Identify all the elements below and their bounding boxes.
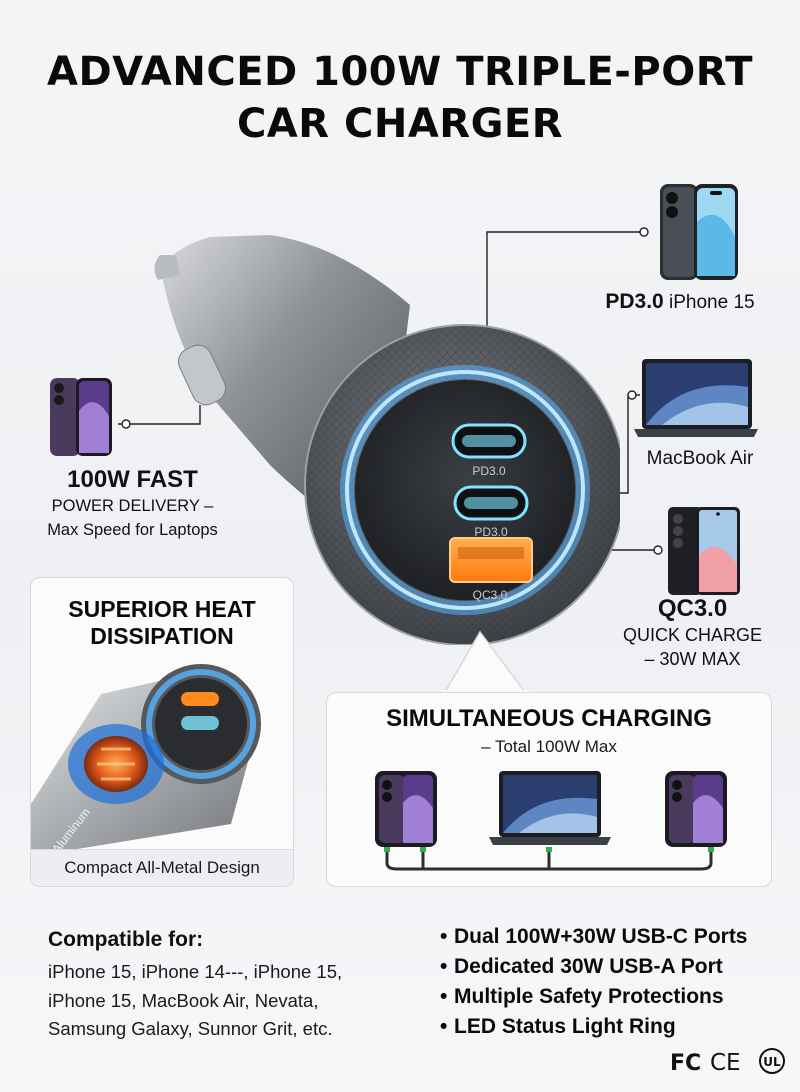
leader-dot-left-iphone [121, 419, 131, 429]
callout-macbook: MacBook Air [646, 448, 754, 469]
feature-text: Multiple Safety Protections [454, 985, 724, 1008]
feature-item: •Dual 100W+30W USB-C Ports [440, 925, 748, 948]
callout-qc: QC3.0 QUICK CHARGE – 30W MAX [600, 595, 785, 671]
compatibility-section: Compatible for: iPhone 15, iPhone 14---,… [48, 926, 408, 1044]
feature-text: LED Status Light Ring [454, 1015, 676, 1038]
sim-cables [385, 851, 713, 871]
port-2-label: PD3.0 [474, 525, 508, 539]
heat-cutaway-illustration: Aluminum [31, 664, 261, 850]
macbook-air-image [634, 359, 758, 437]
sim-devices-illustration [375, 771, 727, 871]
heat-panel-caption: Compact All-Metal Design [31, 849, 293, 886]
heat-panel-title: SUPERIOR HEAT DISSIPATION [31, 596, 293, 650]
callout-pd-text: iPhone 15 [669, 292, 755, 313]
feature-item: •Multiple Safety Protections [440, 985, 724, 1008]
sim-panel-title: SIMULTANEOUS CHARGING [386, 705, 712, 732]
feature-item: •Dedicated 30W USB-A Port [440, 955, 723, 978]
callout-qc-line2: – 30W MAX [644, 649, 741, 669]
sim-phone-left [375, 771, 437, 847]
page-title: ADVANCED 100W TRIPLE-PORT CAR CHARGER [0, 46, 800, 150]
compatibility-list: iPhone 15, iPhone 14---, iPhone 15, iPho… [48, 958, 408, 1044]
feature-text: Dedicated 30W USB-A Port [454, 955, 723, 978]
iphone-left-image [50, 378, 112, 456]
led-ring [345, 370, 585, 610]
ce-mark: CE [710, 1050, 741, 1076]
callout-pd-iphone: PD3.0 iPhone 15 [560, 290, 800, 314]
callout-qc-heading: QC3.0 [657, 595, 728, 622]
compat-line: iPhone 15, MacBook Air, Nevata, [48, 989, 319, 1011]
callout-fast-heading: 100W FAST [67, 466, 198, 493]
sim-laptop [489, 771, 611, 845]
car-charger-illustration: PD3.0 PD3.0 QC3.0 [154, 235, 620, 645]
feature-list: •Dual 100W+30W USB-C Ports •Dedicated 30… [440, 922, 800, 1042]
compat-line: Samsung Galaxy, Sunnor Grit, etc. [48, 1018, 333, 1039]
leader-dot-pd-iphone [639, 227, 649, 237]
callout-fast-line2: Max Speed for Laptops [47, 521, 218, 539]
feature-item: •LED Status Light Ring [440, 1015, 676, 1038]
certification-marks: FC CE UL [670, 1048, 785, 1076]
callout-fast: 100W FAST POWER DELIVERY – Max Speed for… [20, 466, 245, 542]
sim-panel-subtitle: – Total 100W Max [481, 737, 617, 756]
iphone-15-image [660, 184, 738, 280]
fc-mark: FC [670, 1051, 701, 1076]
heat-title-line-2: DISSIPATION [90, 623, 234, 649]
compat-line: iPhone 15, iPhone 14---, iPhone 15, [48, 961, 343, 982]
usb-a-port [449, 537, 533, 583]
callout-qc-line1: QUICK CHARGE [622, 625, 763, 645]
heat-dissipation-panel: SUPERIOR HEAT DISSIPATION Aluminum Compa… [30, 577, 294, 887]
feature-text: Dual 100W+30W USB-C Ports [454, 925, 748, 948]
ul-mark-circle [759, 1048, 785, 1074]
compatibility-title: Compatible for: [48, 928, 204, 951]
port-1-label: PD3.0 [472, 464, 506, 478]
samsung-galaxy-image [668, 507, 740, 595]
sim-phone-right [665, 771, 727, 847]
ul-mark: UL [763, 1055, 781, 1069]
simultaneous-charging-panel: SIMULTANEOUS CHARGING – Total 100W Max [326, 692, 772, 887]
leader-left-iphone [118, 405, 201, 425]
leader-dot-qc [653, 545, 663, 555]
leader-dot-macbook [627, 390, 637, 400]
charger-tip [154, 255, 180, 280]
sim-panel-pointer [440, 630, 530, 694]
heat-title-line-1: SUPERIOR HEAT [68, 596, 256, 622]
callout-pd-bold: PD3.0 [605, 290, 664, 313]
callout-fast-line1: POWER DELIVERY – [51, 497, 214, 515]
title-line-2: CAR CHARGER [236, 101, 564, 147]
title-line-1: ADVANCED 100W TRIPLE-PORT [47, 49, 753, 95]
charger-side-clip [178, 344, 226, 406]
port-3-label: QC3.0 [473, 588, 508, 602]
